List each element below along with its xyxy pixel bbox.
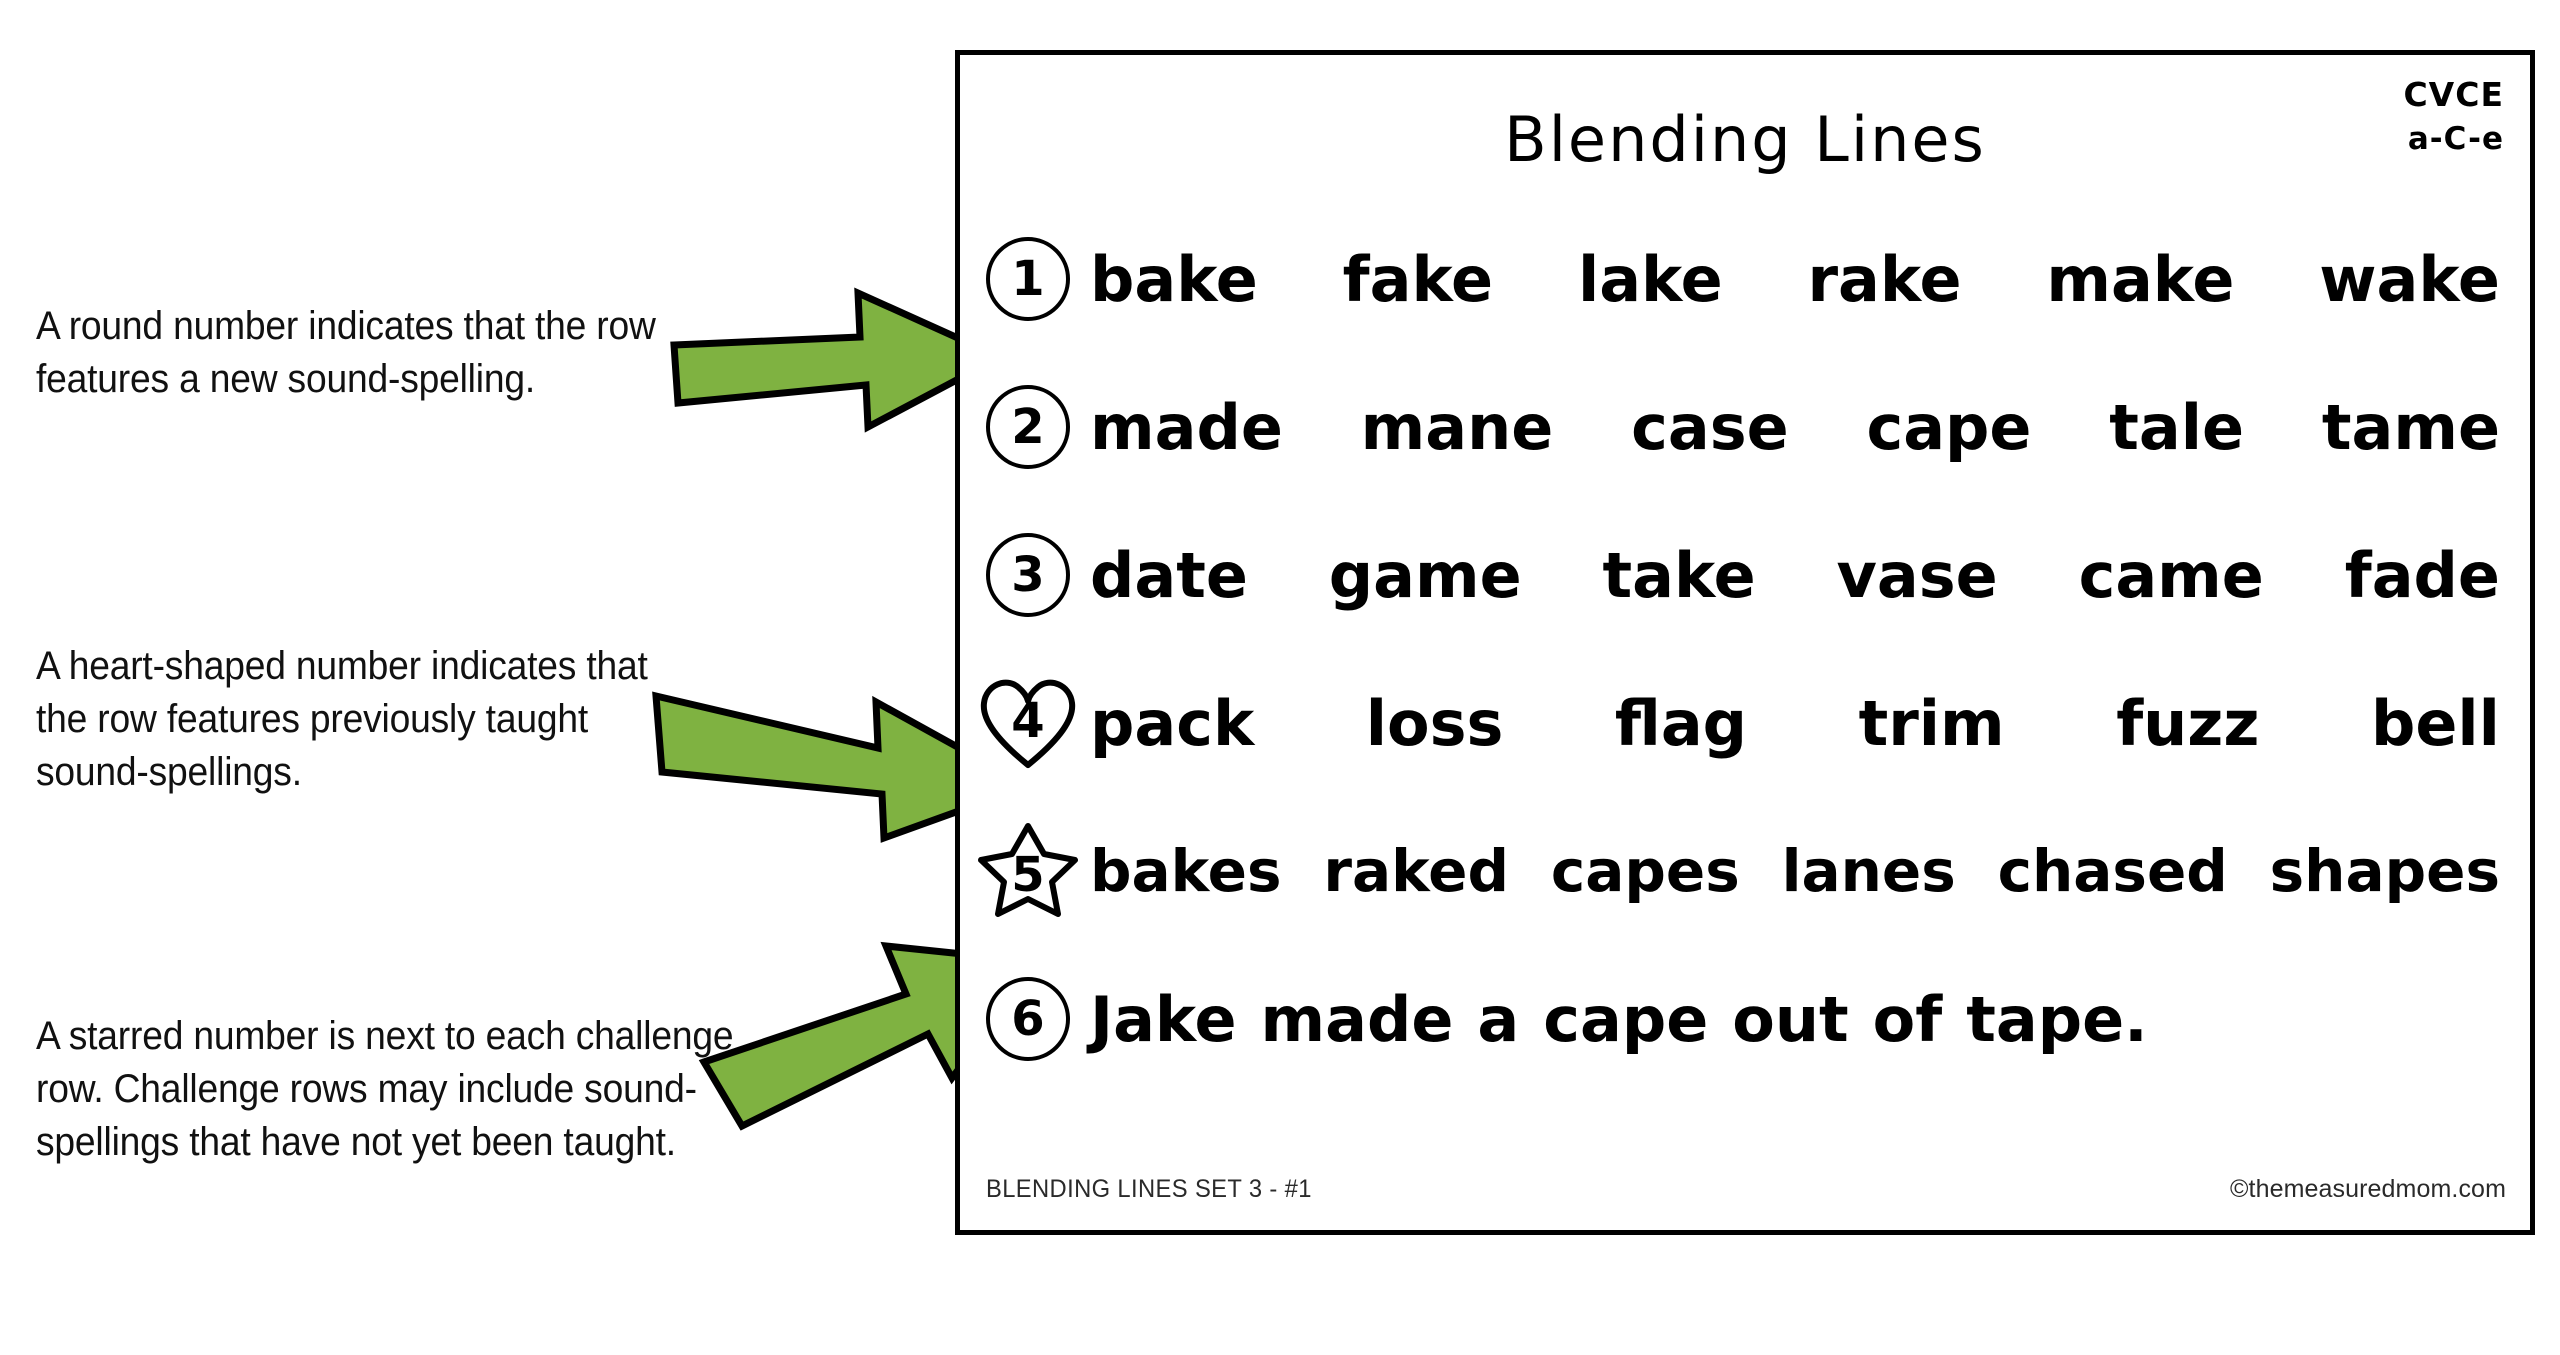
heart-number-note: A heart-shaped number indicates that the… — [36, 644, 648, 794]
blending-row-1: 1 bake fake lake rake make wake — [960, 205, 2530, 353]
pattern-detail: a-C-e — [2407, 121, 2504, 157]
word: lanes — [1781, 837, 1956, 905]
heart-shape-icon — [978, 671, 1078, 775]
word: fuzz — [2116, 686, 2260, 760]
word: bake — [1090, 242, 1258, 316]
row-number-label: 6 — [1011, 991, 1045, 1047]
word: cape — [1866, 390, 2032, 464]
pattern-code: CVCE — [2403, 75, 2504, 114]
word: make — [2046, 242, 2235, 316]
word: capes — [1550, 837, 1740, 905]
word: lake — [1577, 242, 1723, 316]
word: date — [1090, 538, 1248, 612]
word: cape — [1543, 982, 1709, 1056]
word: made — [1260, 982, 1454, 1056]
word: made — [1090, 390, 1283, 464]
footer-set-label: BLENDING LINES SET 3 - #1 — [986, 1175, 1312, 1203]
row-3-words: date game take vase came fade — [1090, 539, 2530, 612]
word: take — [1602, 538, 1756, 612]
star-number-note: A starred number is next to each challen… — [36, 1014, 734, 1164]
circle-shape-icon — [986, 533, 1070, 617]
row-number-label: 1 — [1011, 251, 1045, 307]
word: bakes — [1090, 837, 1282, 905]
word: of — [1872, 982, 1943, 1056]
row-number-label: 2 — [1011, 399, 1045, 455]
round-number-note: A round number indicates that the row fe… — [36, 304, 656, 401]
row-4-badge-heart-icon: 4 — [980, 677, 1076, 769]
word: Jake — [1090, 982, 1237, 1056]
circle-shape-icon — [986, 385, 1070, 469]
word: raked — [1323, 837, 1509, 905]
word: fake — [1342, 242, 1494, 316]
word: shapes — [2269, 837, 2500, 905]
blending-row-5: 5 bakes raked capes lanes chased shapes — [960, 797, 2530, 945]
arrow-to-row-1-icon — [670, 285, 1008, 435]
word: pack — [1090, 686, 1255, 760]
blending-row-3: 3 date game take vase came fade — [960, 501, 2530, 649]
row-1-words: bake fake lake rake make wake — [1090, 243, 2530, 316]
row-5-words: bakes raked capes lanes chased shapes — [1090, 837, 2530, 905]
row-2-words: made mane case cape tale tame — [1090, 391, 2530, 464]
word: wake — [2319, 242, 2500, 316]
word: fade — [2344, 538, 2500, 612]
word: tame — [2321, 390, 2500, 464]
circle-shape-icon — [986, 237, 1070, 321]
word: came — [2078, 538, 2264, 612]
circle-shape-icon — [986, 977, 1070, 1061]
word: tale — [2109, 390, 2245, 464]
blending-row-4: 4 pack loss flag trim fuzz bell — [960, 649, 2530, 797]
star-shape-icon — [978, 819, 1078, 923]
word: case — [1631, 390, 1789, 464]
word: bell — [2371, 686, 2500, 760]
row-2-badge-circle-icon: 2 — [982, 381, 1074, 473]
footer-copyright: ©themeasuredmom.com — [2230, 1175, 2506, 1203]
row-number-label: 4 — [1011, 693, 1045, 749]
blending-lines-rows: 1 bake fake lake rake make wake 2 made mane case ca… — [960, 205, 2530, 1093]
row-number-label: 5 — [1011, 847, 1045, 903]
word: game — [1328, 538, 1522, 612]
word: mane — [1360, 390, 1554, 464]
row-number-label: 3 — [1011, 547, 1045, 603]
word: out — [1732, 982, 1849, 1056]
word: trim — [1858, 686, 2005, 760]
row-4-words: pack loss flag trim fuzz bell — [1090, 687, 2530, 760]
word: tape. — [1966, 982, 2148, 1056]
row-6-badge-circle-icon: 6 — [982, 973, 1074, 1065]
word: a — [1477, 982, 1520, 1056]
blending-row-2: 2 made mane case cape tale tame — [960, 353, 2530, 501]
row-1-badge-circle-icon: 1 — [982, 233, 1074, 325]
worksheet-card: Blending Lines CVCE a-C-e 1 bake fake lake r… — [955, 50, 2535, 1235]
word: rake — [1807, 242, 1962, 316]
word: loss — [1365, 686, 1504, 760]
row-5-badge-star-icon: 5 — [978, 823, 1078, 917]
word: flag — [1614, 686, 1748, 760]
row-3-badge-circle-icon: 3 — [982, 529, 1074, 621]
word: vase — [1836, 538, 1998, 612]
word: chased — [1997, 837, 2228, 905]
page-title: Blending Lines — [1504, 103, 1986, 176]
phonics-pattern-tag: CVCE a-C-e — [2403, 75, 2504, 157]
